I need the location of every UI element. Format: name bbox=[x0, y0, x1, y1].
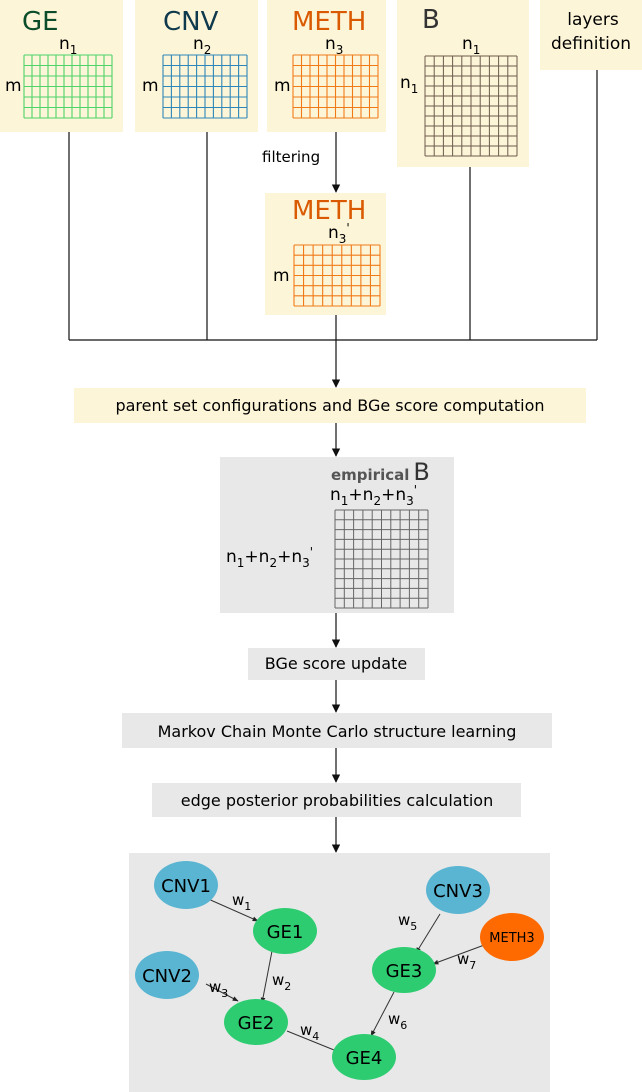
meth-filtered-rows-label: m bbox=[273, 266, 290, 286]
node-cnv3-label: CNV3 bbox=[433, 881, 483, 902]
b-cols-label: n1 bbox=[462, 34, 480, 57]
ge-title: GE bbox=[22, 7, 59, 37]
weight-w1: w1 bbox=[232, 891, 251, 913]
meth-filtered-panel: METH n3' m bbox=[265, 193, 386, 315]
node-ge3-label: GE3 bbox=[386, 961, 423, 982]
node-ge4-shape bbox=[332, 1034, 396, 1080]
mcmc-box bbox=[122, 713, 552, 748]
bge-update-label: BGe score update bbox=[265, 654, 407, 673]
node-ge1-shape bbox=[253, 908, 317, 954]
meth-rows-label: m bbox=[274, 76, 291, 96]
edge-cnv2-ge2 bbox=[205, 983, 239, 1002]
weight-w2: w2 bbox=[272, 971, 291, 993]
node-cnv2-shape bbox=[135, 951, 199, 999]
edge-posterior-label: edge posterior probabilities calculation bbox=[181, 791, 493, 810]
node-ge1: GE1 bbox=[253, 908, 317, 954]
ge-cols-label: n1 bbox=[59, 34, 77, 57]
node-ge4-label: GE4 bbox=[346, 1048, 383, 1069]
cnv-rows-label: m bbox=[142, 76, 159, 96]
cnv-panel: CNV n2 m bbox=[135, 0, 258, 132]
b-panel-bg bbox=[397, 0, 529, 167]
node-ge3: GE3 bbox=[372, 947, 436, 993]
network-panel: w1 w2 w3 w4 w5 w6 w7 CNV1 GE1 CNV2 GE2 C… bbox=[129, 853, 550, 1092]
b-panel: B n1 n1 bbox=[397, 0, 529, 167]
edge-cnv3-ge3 bbox=[415, 913, 441, 954]
node-cnv3: CNV3 bbox=[426, 866, 490, 914]
mcmc-step: Markov Chain Monte Carlo structure learn… bbox=[122, 713, 552, 748]
parent-set-box bbox=[74, 388, 586, 423]
meth-matrix bbox=[292, 54, 379, 119]
meth-filtered-matrix bbox=[293, 244, 381, 307]
weight-w6: w6 bbox=[388, 1010, 407, 1032]
node-cnv2-label: CNV2 bbox=[142, 966, 192, 987]
network-edges bbox=[205, 897, 488, 1053]
edge-posterior-step: edge posterior probabilities calculation bbox=[152, 783, 521, 817]
node-ge2-shape bbox=[224, 999, 288, 1045]
node-cnv1-label: CNV1 bbox=[161, 876, 211, 897]
edge-meth3-ge3 bbox=[432, 943, 488, 965]
meth-panel: METH n3 m bbox=[267, 0, 386, 132]
bge-update-step: BGe score update bbox=[248, 648, 425, 680]
meth-filtered-title: METH bbox=[292, 196, 366, 226]
cnv-cols-label: n2 bbox=[193, 34, 211, 57]
layers-panel-bg bbox=[540, 0, 642, 70]
meth-filtered-bg bbox=[265, 193, 386, 315]
bge-update-box bbox=[248, 648, 425, 680]
layers-label-line1: layers bbox=[567, 10, 619, 30]
node-cnv3-shape bbox=[426, 866, 490, 914]
edge-cnv1-ge1 bbox=[205, 897, 259, 922]
b-title: B bbox=[422, 5, 440, 35]
empirical-b-bg bbox=[220, 457, 454, 613]
meth-filtered-cols-label: n3' bbox=[328, 221, 350, 246]
mcmc-label: Markov Chain Monte Carlo structure learn… bbox=[158, 722, 517, 741]
weight-w4: w4 bbox=[300, 1021, 319, 1043]
node-ge2-label: GE2 bbox=[238, 1013, 275, 1034]
node-cnv2: CNV2 bbox=[135, 951, 199, 999]
cnv-title: CNV bbox=[163, 7, 219, 37]
parent-set-label: parent set configurations and BGe score … bbox=[115, 396, 544, 415]
node-cnv1-shape bbox=[154, 861, 218, 909]
node-ge1-label: GE1 bbox=[267, 922, 304, 943]
edge-ge3-ge4 bbox=[370, 991, 395, 1037]
empirical-b-rows-label: n1+n2+n3' bbox=[226, 545, 313, 570]
b-rows-label: n1 bbox=[400, 73, 418, 96]
edge-ge2-ge4 bbox=[286, 1030, 340, 1053]
meth-title: METH bbox=[292, 7, 366, 37]
weight-w3: w3 bbox=[209, 978, 228, 1000]
edge-posterior-box bbox=[152, 783, 521, 817]
node-meth3-label: METH3 bbox=[489, 931, 534, 946]
filtering-label: filtering bbox=[262, 148, 320, 166]
node-meth3-shape bbox=[480, 913, 544, 961]
b-matrix bbox=[424, 55, 518, 157]
merge-connectors bbox=[68, 70, 598, 341]
node-ge2: GE2 bbox=[224, 999, 288, 1045]
node-cnv1: CNV1 bbox=[154, 861, 218, 909]
ge-rows-label: m bbox=[5, 76, 22, 96]
node-ge4: GE4 bbox=[332, 1034, 396, 1080]
empirical-b-cols-label: n1+n2+n3' bbox=[330, 483, 417, 508]
weight-w5: w5 bbox=[398, 911, 417, 933]
layers-label-line2: definition bbox=[551, 34, 631, 54]
ge-panel: GE n1 m bbox=[0, 0, 123, 132]
parent-set-step: parent set configurations and BGe score … bbox=[74, 388, 586, 423]
weight-w7: w7 bbox=[457, 950, 476, 972]
empirical-b-matrix bbox=[334, 509, 429, 609]
edge-ge1-ge2 bbox=[260, 950, 273, 1004]
node-meth3: METH3 bbox=[480, 913, 544, 961]
node-ge3-shape bbox=[372, 947, 436, 993]
meth-cols-label: n3 bbox=[325, 34, 343, 57]
ge-matrix bbox=[23, 54, 113, 119]
layers-panel: layers definition bbox=[540, 0, 642, 70]
cnv-matrix bbox=[162, 54, 248, 119]
